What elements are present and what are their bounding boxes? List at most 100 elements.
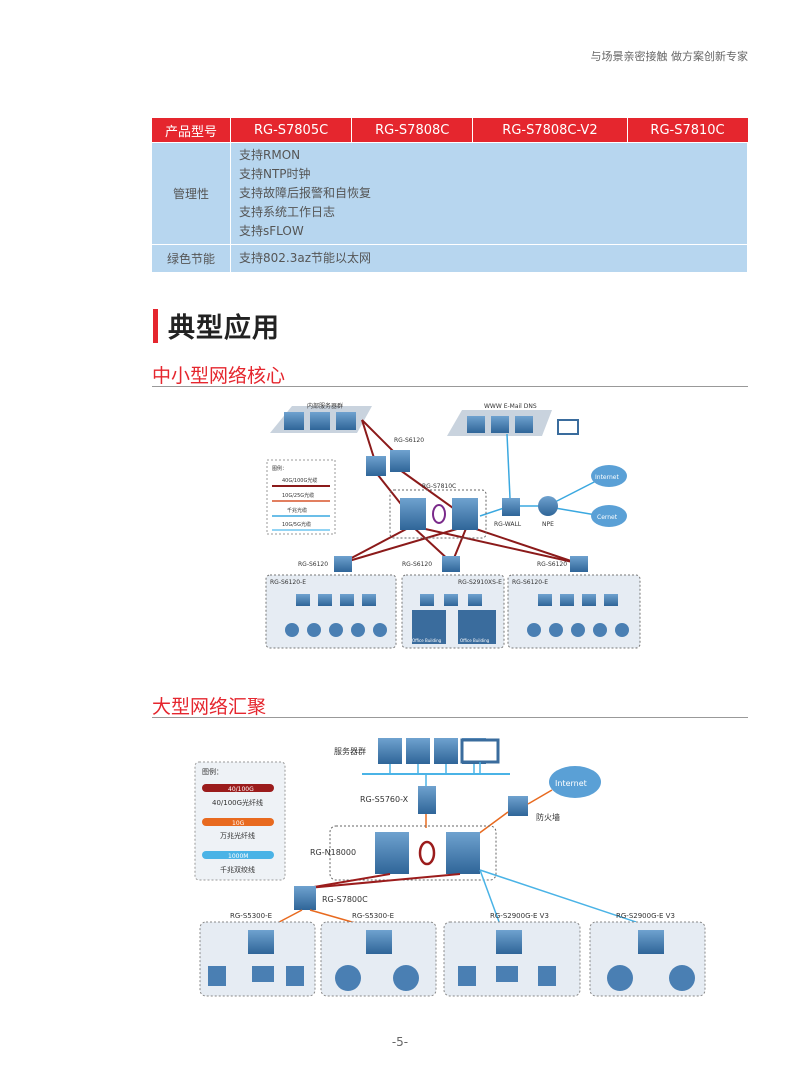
switch-icon [334, 556, 352, 572]
label-internet: Internet [595, 474, 619, 481]
legend-title: 图例： [202, 767, 223, 776]
office-building-icon [458, 610, 496, 644]
legend-label: 千兆光缆 [287, 507, 307, 514]
spec-header-row: 产品型号 RG-S7805C RG-S7808C RG-S7808C-V2 RG… [152, 118, 748, 143]
switch-icon [570, 556, 588, 572]
spec-header-col: RG-S7805C [230, 118, 353, 143]
label-access-2: RG-S5300-E [352, 912, 394, 920]
label-access-1: RG-S5300-E [230, 912, 272, 920]
spec-value: 支持NTP时钟 [239, 167, 311, 181]
server-icon [378, 738, 402, 764]
wireless-ap-row [285, 623, 629, 637]
spec-value-green: 支持802.3az节能以太网 [230, 244, 748, 272]
access-switch-row [296, 594, 618, 606]
label-core: RG-S7810C [422, 483, 456, 490]
spec-cat-management: 管理性 [152, 142, 231, 245]
label-cernet: Cernet [597, 514, 618, 521]
legend-label: 10G/5G光缆 [282, 521, 311, 528]
monitor-icon [460, 738, 500, 764]
label-access-mid: RG-S2910XS-E [458, 579, 502, 586]
spec-row-green: 绿色节能 支持802.3az节能以太网 [152, 244, 748, 272]
access-switch-row [248, 930, 664, 954]
link-aggregation-icon [418, 840, 436, 866]
legend-box [266, 459, 336, 535]
monitor-icon [557, 419, 579, 435]
diagram2-heading: 大型网络汇聚 [152, 696, 267, 718]
label-server-group: 内部服务器群 [307, 402, 343, 410]
label-agg-right: RG-S6120 [537, 561, 567, 568]
links-1g [479, 869, 661, 931]
database-icon [467, 416, 485, 433]
switch-icon [418, 786, 436, 814]
label-agg: RG-S7800C [322, 895, 368, 904]
diagram1-heading: 中小型网络核心 [152, 365, 286, 387]
server-icon [284, 412, 304, 430]
access-group-right [507, 574, 641, 649]
legend-title: 图例： [272, 465, 287, 472]
firewall-icon [502, 498, 520, 516]
label-access-3: RG-S2900G-E V3 [490, 912, 549, 920]
heading-rule [152, 386, 748, 387]
label-firewall: RG-WALL [494, 521, 522, 528]
header-tagline: 与场景亲密接触 做方案创新专家 [590, 50, 749, 63]
database-icon [491, 416, 509, 433]
heading-rule [152, 717, 748, 718]
label-access-right: RG-S6120-E [512, 579, 548, 586]
label-access-left: RG-S6120-E [270, 579, 306, 586]
spec-header-col: RG-S7808C [351, 118, 474, 143]
label-core: RG-N18000 [310, 848, 356, 857]
switch-icon [294, 886, 316, 910]
server-icon [336, 412, 356, 430]
label-agg-left: RG-S6120 [298, 561, 328, 568]
legend-swatch [202, 818, 274, 826]
core-group [329, 825, 497, 881]
label-firewall: 防火墙 [536, 812, 560, 822]
server-icon [310, 412, 330, 430]
spec-value: 支持sFLOW [239, 224, 304, 238]
core-switch-icon [452, 498, 478, 530]
section-title: 典型应用 [168, 313, 280, 344]
switch-icon [442, 556, 460, 572]
office-building-icon [412, 610, 446, 644]
database-icon [515, 416, 533, 433]
core-switch-icon [446, 832, 480, 874]
server-drops [389, 762, 481, 786]
link-aggregation-icon [432, 504, 446, 524]
server-icon [406, 738, 430, 764]
spec-header-col: RG-S7810C [627, 118, 748, 143]
legend-tag: 10G [232, 820, 245, 827]
cloud-icon [591, 505, 627, 527]
section-accent-bar [153, 309, 158, 343]
label-top-switch: RG-S5760-X [360, 795, 409, 804]
legend-desc: 万兆光纤线 [220, 831, 255, 840]
spec-value: 支持系统工作日志 [239, 205, 336, 219]
legend-swatch [202, 851, 274, 859]
label-agg-mid: RG-S6120 [402, 561, 432, 568]
server-icon [434, 738, 458, 764]
spec-value: 支持故障后报警和自恢复 [239, 186, 372, 200]
firewall-icon [508, 796, 528, 816]
label-server-group: 服务器群 [334, 746, 366, 756]
label-internet: Internet [555, 779, 587, 788]
core-group [389, 489, 487, 539]
label-building: Office Building [460, 638, 490, 643]
legend-desc: 40/100G光纤线 [212, 798, 263, 807]
links-40g [341, 419, 578, 564]
cloud-icon [591, 465, 627, 487]
diagram1-network: 内部服务器群 WWW E-Mail DNS 图例： 40G/100G光缆 10G… [265, 402, 641, 649]
diagram2-network: 服务器群 RG-S5760-X 图例： 40/100G 40/100G光纤线 1… [194, 738, 706, 997]
spec-header-model: 产品型号 [152, 118, 231, 143]
switch-icon [366, 456, 386, 476]
core-switch-icon [375, 832, 409, 874]
spec-header-col: RG-S7808C-V2 [472, 118, 628, 143]
spec-values-management: 支持RMON 支持NTP时钟 支持故障后报警和自恢复 支持系统工作日志 支持sF… [230, 142, 748, 245]
switch-icon [390, 450, 410, 472]
links-10g [425, 789, 553, 841]
legend-tag: 1000M [228, 853, 248, 860]
label-access-4: RG-S2900G-E V3 [616, 912, 675, 920]
endpoint-row [208, 965, 695, 991]
links-40g [307, 873, 461, 889]
page-number: -5- [391, 1035, 409, 1049]
spec-cat-green: 绿色节能 [152, 244, 231, 272]
legend-tag: 40/100G [228, 786, 254, 793]
